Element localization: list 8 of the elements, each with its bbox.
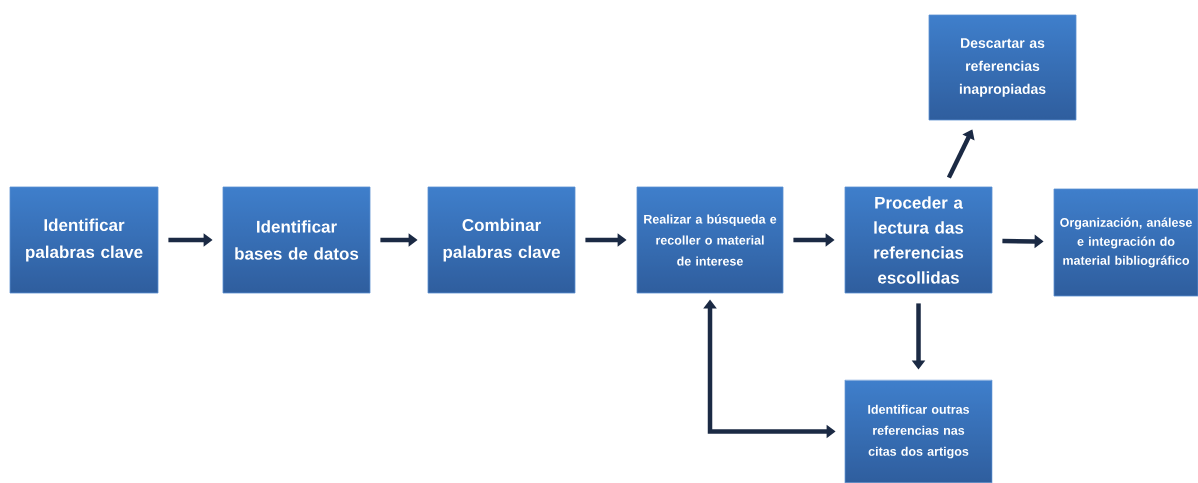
process-box: Realizar a búsqueda e recoller o material de interese — [636, 186, 784, 294]
process-box: Descartar as referencias inapropiadas — [928, 14, 1077, 121]
process-box: Organización, análese e integración do material bibliográfico — [1053, 188, 1198, 297]
process-box: Identificar bases de datos — [222, 186, 371, 294]
process-box: Identificar palabras clave — [9, 186, 159, 294]
process-box: Identificar outras referencias nas citas dos artigos — [844, 379, 993, 483]
process-box: Combinar palabras clave — [427, 186, 576, 294]
process-box: Proceder a lectura das referencias escollidas — [844, 186, 993, 294]
